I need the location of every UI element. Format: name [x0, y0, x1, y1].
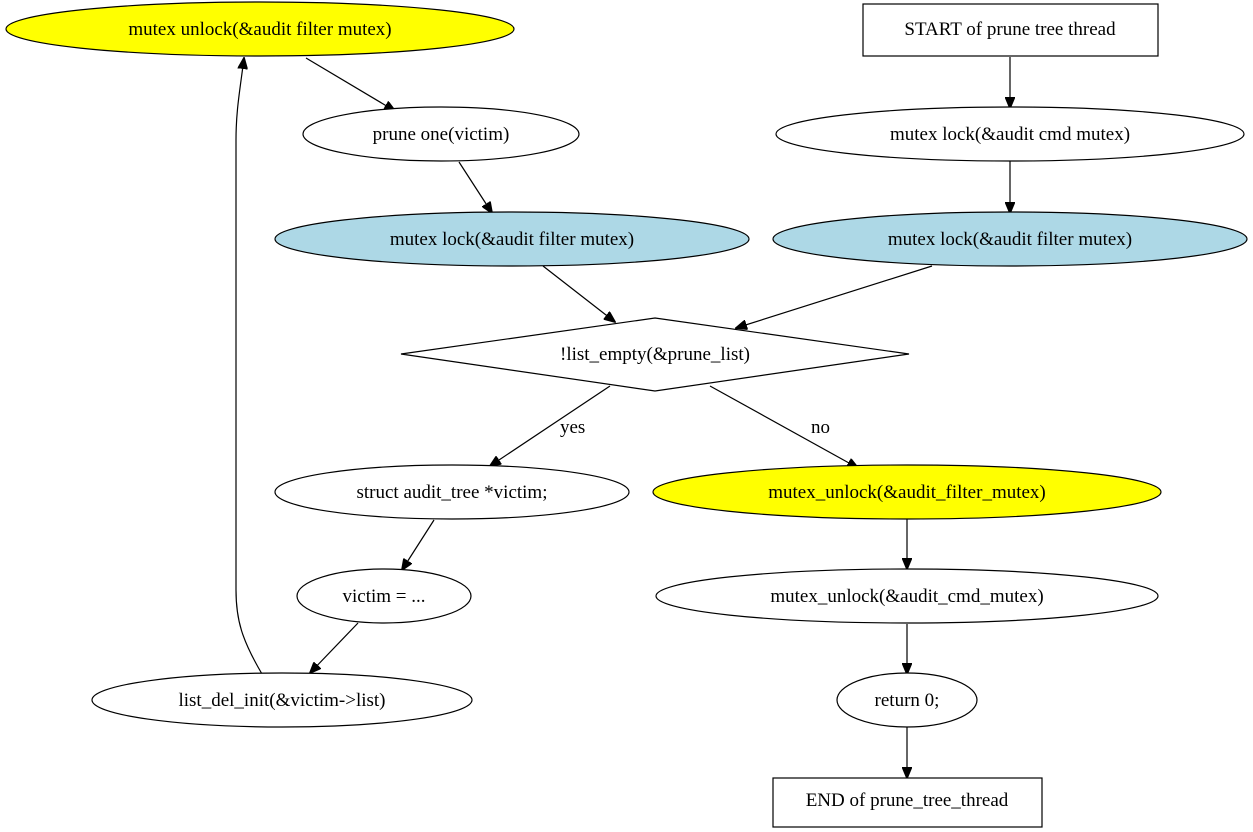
node-label: mutex_unlock(&audit_filter_mutex) [768, 482, 1046, 503]
node-lock-filter-left: mutex lock(&audit filter mutex) [274, 211, 750, 267]
node-shape [652, 464, 1162, 520]
edge-prune-one-to-lock-filter-left [458, 161, 492, 213]
node-unlock-filter-top: mutex unlock(&audit filter mutex) [5, 1, 515, 57]
node-shape [775, 106, 1245, 162]
node-shape [400, 317, 910, 392]
node-shape [862, 3, 1159, 57]
edge-label-no: no [811, 417, 830, 438]
edge-unlock-filter-top-to-prune-one [305, 57, 395, 111]
node-shape [274, 211, 750, 267]
node-label: mutex lock(&audit filter mutex) [390, 229, 634, 250]
node-label: mutex unlock(&audit filter mutex) [128, 19, 391, 40]
node-struct-victim: struct audit_tree *victim; [274, 464, 630, 520]
node-return-zero: return 0; [836, 672, 978, 728]
edge-lock-filter-left-to-decision [542, 265, 615, 322]
node-unlock-cmd: mutex_unlock(&audit_cmd_mutex) [655, 568, 1159, 624]
edges: yes no [235, 57, 1010, 778]
node-label: mutex lock(&audit cmd mutex) [890, 124, 1130, 145]
node-label: START of prune tree thread [904, 19, 1116, 40]
node-unlock-filter-bottom: mutex_unlock(&audit_filter_mutex) [652, 464, 1162, 520]
node-label: END of prune_tree_thread [806, 790, 1009, 811]
node-decision: !list_empty(&prune_list) [400, 317, 910, 392]
node-victim-assign: victim = ... [296, 568, 472, 624]
node-shape [296, 568, 472, 624]
node-shape [772, 211, 1248, 267]
edge-label-yes: yes [560, 417, 585, 438]
node-shape [302, 106, 580, 162]
node-shape [5, 1, 515, 57]
node-shape [655, 568, 1159, 624]
node-lock-filter-right: mutex lock(&audit filter mutex) [772, 211, 1248, 267]
node-shape [772, 777, 1043, 828]
edge-list-del-loop-to-unlock-filter-top [235, 58, 263, 675]
nodes: mutex unlock(&audit filter mutex) START … [5, 1, 1248, 828]
node-prune-one: prune one(victim) [302, 106, 580, 162]
node-end: END of prune_tree_thread [772, 777, 1043, 828]
node-shape [836, 672, 978, 728]
edge-decision-yes-to-struct-victim [490, 385, 611, 466]
node-start: START of prune tree thread [862, 3, 1159, 57]
edge-struct-victim-to-victim-assign [402, 519, 435, 570]
edge-decision-no-to-unlock-filter-bottom [709, 385, 858, 468]
node-label: list_del_init(&victim->list) [178, 690, 385, 711]
node-list-del: list_del_init(&victim->list) [91, 672, 473, 728]
node-label: struct audit_tree *victim; [356, 482, 547, 503]
node-label: victim = ... [342, 586, 425, 607]
node-label: mutex lock(&audit filter mutex) [888, 229, 1132, 250]
node-label: prune one(victim) [373, 124, 510, 145]
node-label: !list_empty(&prune_list) [560, 344, 750, 365]
node-shape [91, 672, 473, 728]
node-label: mutex_unlock(&audit_cmd_mutex) [770, 586, 1043, 607]
node-lock-cmd: mutex lock(&audit cmd mutex) [775, 106, 1245, 162]
node-shape [274, 464, 630, 520]
edge-victim-assign-to-list-del [310, 622, 359, 673]
node-label: return 0; [875, 690, 940, 711]
edge-lock-filter-right-to-decision [736, 265, 933, 328]
